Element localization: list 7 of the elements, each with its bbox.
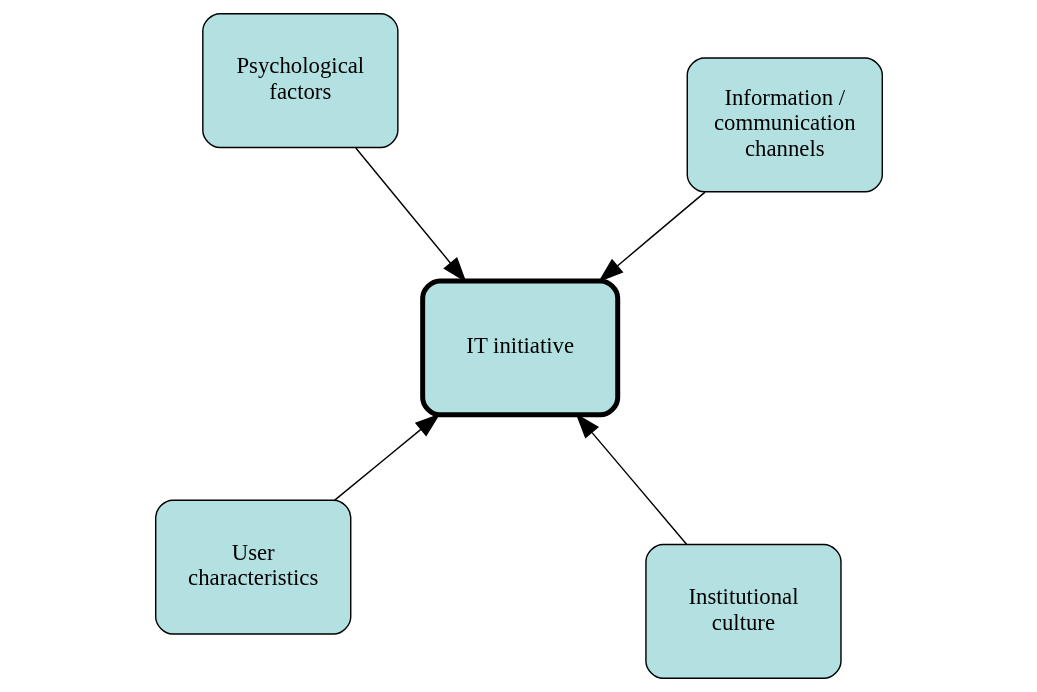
arrow (597, 191, 706, 283)
node-box: Psychological factors (201, 13, 399, 149)
node-box: Institutional culture (644, 543, 842, 679)
arrow (333, 413, 440, 501)
node-box: Information / communication channels (686, 57, 883, 193)
node-box: User characteristics (154, 499, 351, 635)
node-box: IT initiative (419, 278, 620, 418)
